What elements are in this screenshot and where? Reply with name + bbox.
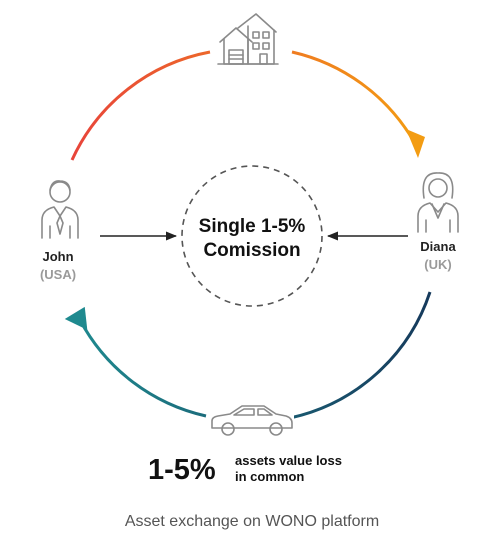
- loss-value: 1-5%: [148, 454, 216, 486]
- commission-line1: Single 1-5%: [199, 216, 306, 237]
- businessman-icon: [41, 180, 79, 239]
- house-icon: [217, 13, 279, 74]
- left-person-name: John: [42, 249, 73, 264]
- car-icon: [208, 405, 294, 438]
- top-exchange-arc-right: [291, 50, 415, 141]
- bottom-exchange-arc-left: [78, 319, 207, 418]
- bottom-arc-arrowhead: [64, 306, 88, 330]
- top-exchange-arc: [70, 50, 211, 161]
- businesswoman-icon: [417, 172, 459, 233]
- commission-line2: Comission: [203, 240, 300, 261]
- commission-circle: [181, 165, 323, 307]
- top-arc-arrowhead: [406, 129, 425, 158]
- diagram-caption: Asset exchange on WONO platform: [125, 513, 379, 530]
- right-person-name: Diana: [420, 239, 456, 254]
- left-person-country: (USA): [40, 267, 76, 282]
- bottom-exchange-arc-right: [289, 291, 432, 420]
- loss-line1: assets value loss: [235, 453, 342, 468]
- loss-line2: in common: [235, 469, 304, 484]
- right-person-country: (UK): [424, 257, 451, 272]
